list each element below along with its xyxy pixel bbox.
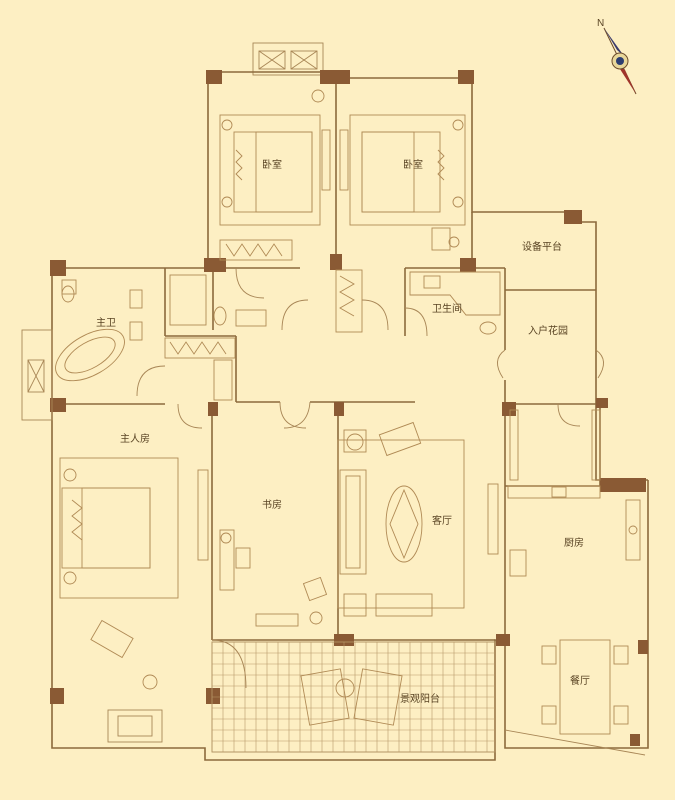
- structural-columns: [50, 70, 648, 746]
- door-swings: [136, 267, 428, 689]
- bedroom-1-bed: [219, 89, 331, 226]
- label-balcony: 景观阳台: [400, 692, 440, 705]
- study-furniture: [197, 469, 328, 627]
- label-bedroom-2: 卧室: [403, 158, 423, 171]
- balcony-furniture: [300, 668, 403, 726]
- kitchen-furniture: [507, 409, 641, 577]
- label-study: 书房: [262, 498, 282, 511]
- label-entry-garden: 入户花园: [528, 324, 568, 337]
- label-bathroom: 卫生间: [432, 302, 462, 315]
- label-equipment-platform: 设备平台: [522, 240, 562, 253]
- label-living-room: 客厅: [432, 514, 452, 527]
- living-room-furniture: [337, 421, 499, 617]
- balcony-tile-grid: [211, 641, 496, 753]
- compass-north-label: N: [597, 18, 604, 29]
- bathroom-fixtures: [409, 271, 501, 335]
- bedroom-2-bed: [339, 114, 466, 251]
- label-kitchen: 厨房: [564, 536, 584, 549]
- label-master-bath: 主卫: [96, 317, 116, 329]
- dining-furniture: [504, 639, 646, 756]
- label-dining-room: 餐厅: [570, 674, 590, 687]
- label-master-bedroom: 主人房: [120, 432, 150, 445]
- compass-icon: N: [597, 18, 637, 95]
- master-bed: [59, 457, 179, 690]
- label-bedroom-1: 卧室: [262, 158, 282, 171]
- room-labels: 卧室 卧室 设备平台 主卫 卫生间 入户花园 主人房 书房 客厅 厨房 餐厅 景…: [96, 158, 590, 705]
- master-bath-fixtures: [55, 274, 267, 382]
